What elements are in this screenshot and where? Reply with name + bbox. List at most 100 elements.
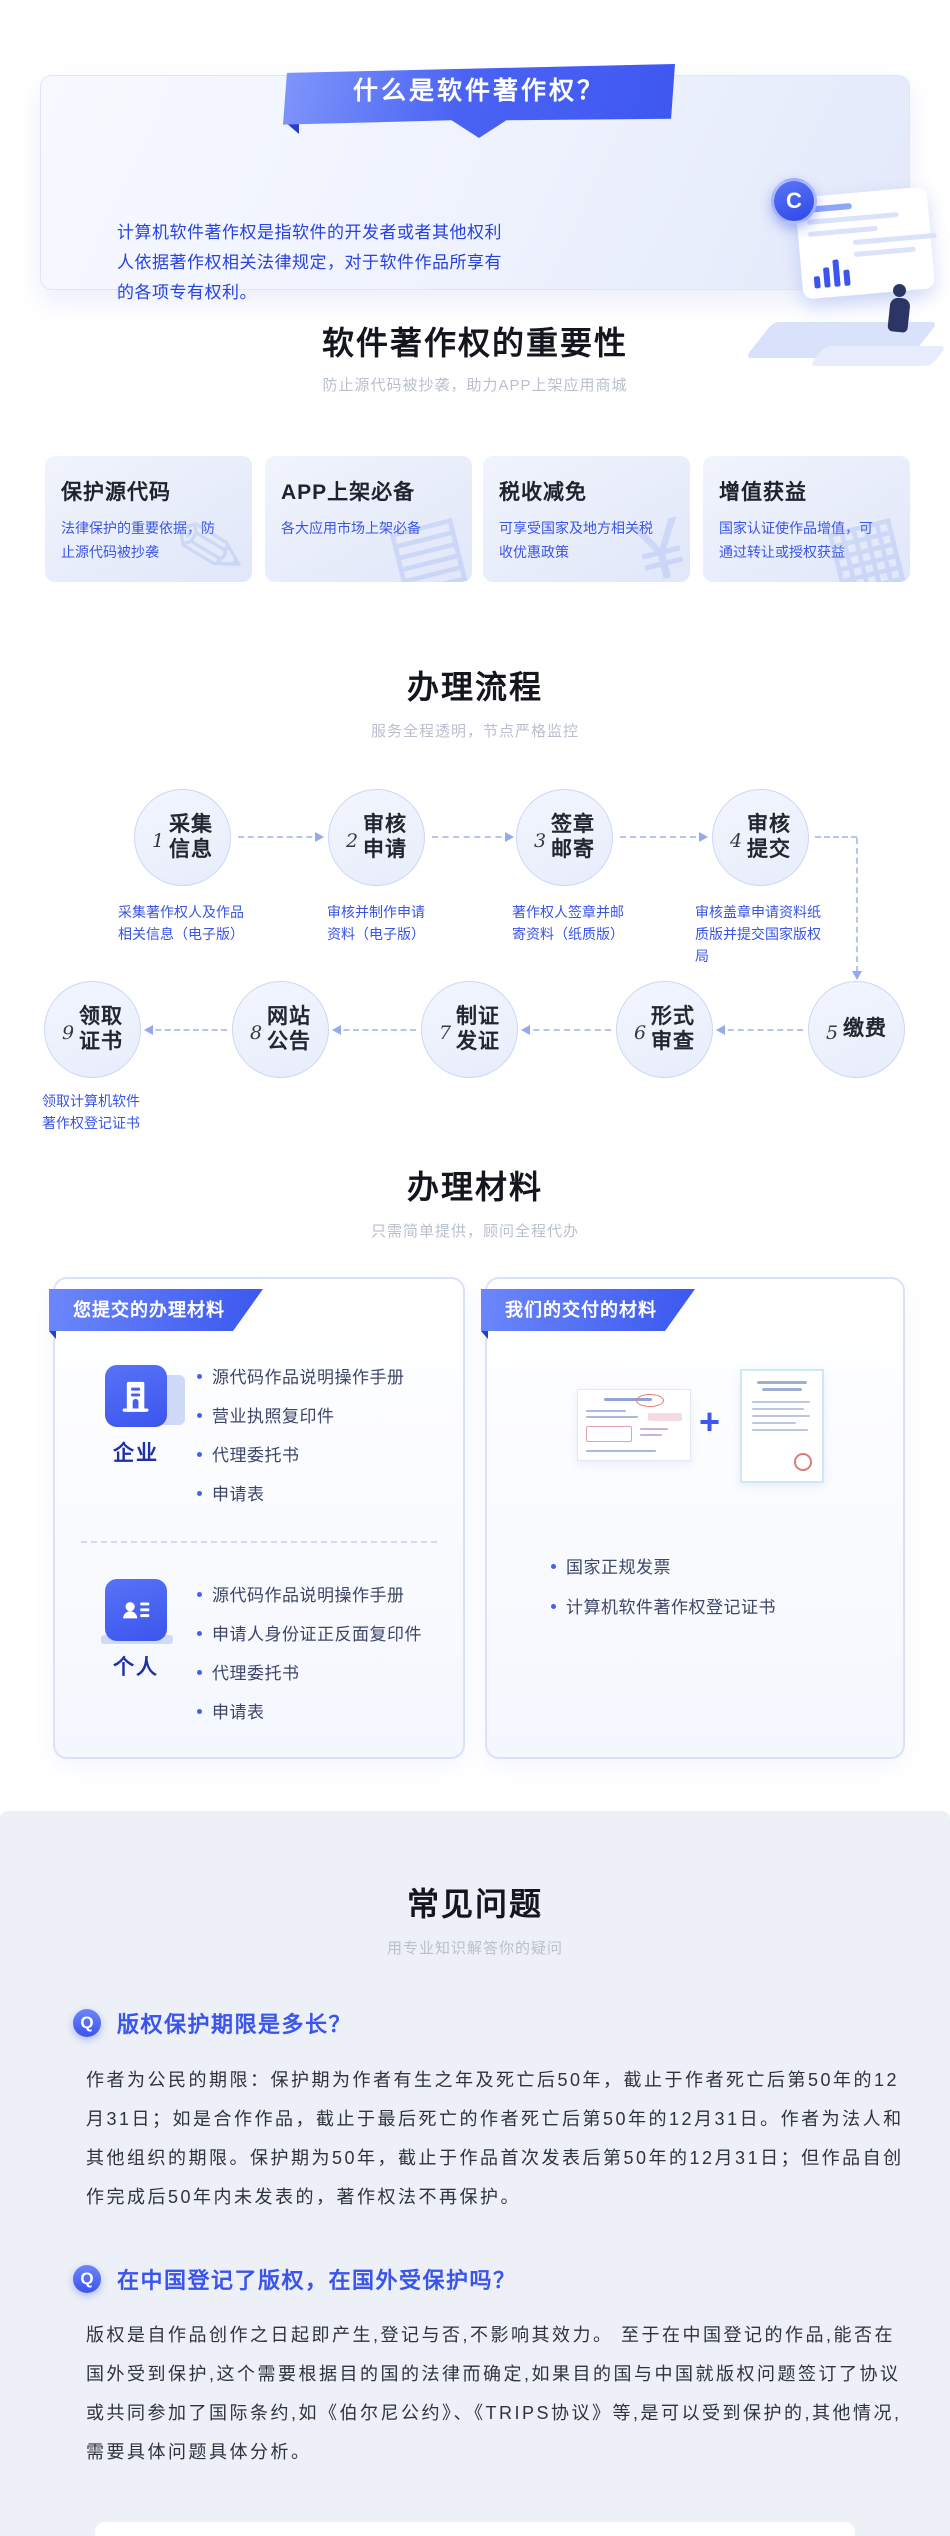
banner-illustration: C (729, 174, 947, 366)
person-figure (885, 284, 913, 346)
step-label: 形式审查 (651, 1004, 696, 1053)
faq-question: 版权保护期限是多长？ (117, 2012, 353, 2037)
step-number: 2 (345, 829, 359, 852)
material-item: 申请表 (197, 1702, 422, 1724)
deliver-items: 国家正规发票 计算机软件著作权登记证书 (551, 1557, 776, 1636)
process-section-title: 办理流程 (406, 669, 543, 705)
screen-line (807, 225, 878, 237)
pen-watermark-icon: ✎ (165, 495, 252, 582)
certificate-thumbnail (740, 1369, 824, 1483)
material-item: 代理委托书 (197, 1445, 405, 1467)
dashed-divider (81, 1541, 437, 1543)
material-item: 申请表 (197, 1484, 405, 1506)
banner-description: 计算机软件著作权是指软件的开发者或者其他权利人依据著作权相关法律规定，对于软件作… (117, 223, 502, 302)
flow-step-2-desc: 审核并制作申请资料（电子版） (327, 904, 425, 942)
deliver-materials-panel: 我们的交付的材料 + 国家正规发票 计算机软件著作权登记证书 (481, 1277, 905, 1759)
copyright-letter: C (786, 188, 802, 213)
faq-question-row: Q 版权保护期限是多长？ (73, 2007, 352, 2039)
flow-step-1: 1 采集信息 (134, 789, 231, 886)
faq-answer: 版权是自作品创作之日起即产生,登记与否,不影响其效力。 至于在中国登记的作品,能… (86, 2325, 902, 2462)
faq-question-row: Q 在中国登记了版权，在国外受保护吗？ (73, 2263, 517, 2295)
flow-connector (521, 1025, 611, 1035)
step-label: 审核提交 (747, 812, 792, 861)
card-title: 税收减免 (499, 481, 587, 504)
flow-step-7: 7 制证发证 (421, 981, 518, 1078)
flow-step-8: 8 网站公告 (232, 981, 329, 1078)
faq-section-subtitle: 用专业知识解答你的疑问 (386, 1940, 563, 1957)
bullet-dot (197, 1374, 202, 1379)
arrow-left-icon (332, 1025, 341, 1035)
ribbon-fold-shape (49, 1331, 56, 1339)
importance-card-value: 增值获益 国家认证使作品增值，可通过转让或授权获益 ▦ (703, 456, 910, 582)
next-card-top-edge (95, 2522, 855, 2536)
enterprise-group-label: 企业 (113, 1442, 159, 1465)
arrow-right-icon (505, 832, 514, 842)
screen-chart-icon (812, 258, 851, 289)
flow-step-4-desc: 审核盖章申请资料纸质版并提交国家版权局 (695, 904, 821, 964)
flow-step-5: 5 缴费 (808, 981, 905, 1078)
faq-question: 在中国登记了版权，在国外受保护吗？ (117, 2268, 517, 2293)
step-label: 领取证书 (79, 1004, 124, 1053)
card-desc: 可享受国家及地方相关税收优惠政策 (499, 520, 653, 560)
step-number: 5 (825, 1021, 839, 1044)
flow-connector (620, 832, 708, 842)
material-item: 源代码作品说明操作手册 (197, 1367, 405, 1389)
screen-line (806, 211, 899, 225)
bullet-dot (197, 1452, 202, 1457)
faq-answer: 作者为公民的期限：保护期为作者有生之年及死亡后50年，截止于作者死亡后第50年的… (86, 2070, 904, 2207)
flow-step-3-desc: 著作权人签章并邮寄资料（纸质版） (512, 904, 624, 942)
flow-connector (238, 832, 324, 842)
copyright-badge-icon: C (771, 178, 817, 224)
screen-line (852, 232, 937, 246)
card-title: APP上架必备 (281, 481, 416, 504)
flow-step-9: 9 领取证书 (44, 981, 141, 1078)
calculator-watermark-icon: ▦ (814, 494, 910, 582)
importance-card-app-store: APP上架必备 各大应用市场上架必备 ▤ (265, 456, 472, 582)
arrow-right-icon (699, 832, 708, 842)
flow-step-6: 6 形式审查 (616, 981, 713, 1078)
step-label: 网站公告 (267, 1004, 312, 1053)
step-number: 3 (533, 829, 547, 852)
bullet-dot (551, 1604, 556, 1609)
flow-connector (815, 836, 857, 838)
card-desc: 国家认证使作品增值，可通过转让或授权获益 (719, 520, 873, 560)
materials-section-title: 办理材料 (406, 1169, 543, 1205)
step-number: 8 (249, 1021, 263, 1044)
flow-connector-down (852, 838, 862, 980)
card-title: 增值获益 (719, 481, 807, 504)
building-icon (105, 1365, 167, 1427)
faq-section: 常见问题 用专业知识解答你的疑问 Q 版权保护期限是多长？ 作者为公民的期限：保… (0, 1811, 950, 2536)
question-icon: Q (73, 2009, 101, 2037)
process-section-subtitle: 服务全程透明，节点严格监控 (370, 723, 579, 740)
bullet-dot (197, 1631, 202, 1636)
flow-step-3: 3 签章邮寄 (516, 789, 613, 886)
material-item: 营业执照复印件 (197, 1406, 405, 1428)
personal-items: 源代码作品说明操作手册 申请人身份证正反面复印件 代理委托书 申请表 (197, 1585, 422, 1741)
bullet-dot (197, 1413, 202, 1418)
flow-step-4: 4 审核提交 (712, 789, 809, 886)
ribbon-fold-shape (285, 122, 299, 134)
personal-group-label: 个人 (113, 1656, 159, 1679)
bullet-dot (197, 1670, 202, 1675)
arrow-left-icon (716, 1025, 725, 1035)
importance-section-title: 软件著作权的重要性 (321, 325, 628, 361)
step-number: 4 (729, 829, 743, 852)
bullet-dot (197, 1491, 202, 1496)
delivery-item: 计算机软件著作权登记证书 (551, 1597, 776, 1619)
question-icon: Q (73, 2265, 101, 2293)
arrow-right-icon (315, 832, 324, 842)
card-desc: 各大应用市场上架必备 (281, 520, 421, 536)
arrow-left-icon (521, 1025, 530, 1035)
screen-line (853, 246, 916, 257)
phone-watermark-icon: ▤ (376, 494, 472, 582)
materials-section-subtitle: 只需简单提供，顾问全程代办 (370, 1223, 579, 1240)
flow-step-1-desc: 采集著作权人及作品相关信息（电子版） (118, 904, 244, 942)
step-number: 6 (633, 1021, 647, 1044)
card-desc: 法律保护的重要依据，防止源代码被抄袭 (61, 520, 215, 560)
step-label: 签章邮寄 (551, 812, 596, 861)
step-number: 7 (438, 1021, 452, 1044)
enterprise-items: 源代码作品说明操作手册 营业执照复印件 代理委托书 申请表 (197, 1367, 405, 1523)
material-item: 申请人身份证正反面复印件 (197, 1624, 422, 1646)
faq-section-title: 常见问题 (406, 1886, 543, 1922)
step-label: 采集信息 (169, 812, 214, 861)
